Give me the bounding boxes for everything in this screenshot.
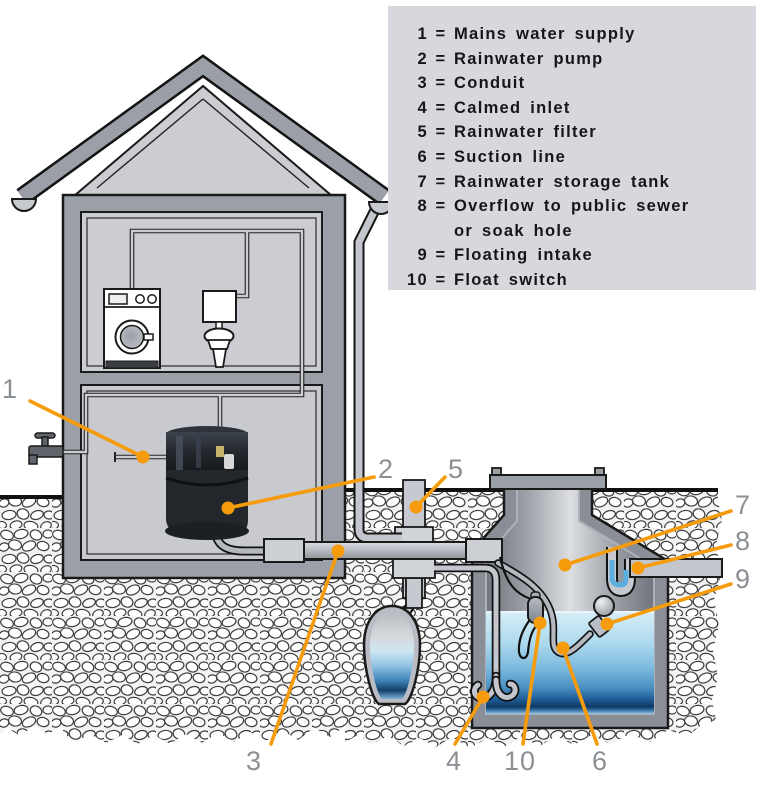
soak-vessel bbox=[362, 595, 422, 706]
toilet bbox=[202, 290, 237, 368]
tank-internals bbox=[434, 556, 615, 703]
legend-panel: 1 = Mains water supply 2 = Rainwater pum… bbox=[388, 6, 756, 290]
rainwater-pump bbox=[165, 426, 266, 556]
legend-item: 1 = Mains water supply bbox=[398, 22, 748, 47]
callout-label-2: 2 bbox=[378, 454, 395, 484]
callout-label-6: 6 bbox=[592, 746, 609, 776]
legend-item: 7 = Rainwater storage tank bbox=[417, 172, 671, 191]
callout-label-5: 5 bbox=[448, 454, 465, 484]
legend-num: 1 bbox=[417, 25, 428, 43]
water-tap bbox=[28, 432, 64, 465]
legend-item: 3 = Conduit bbox=[417, 74, 526, 93]
calmed-inlet bbox=[434, 563, 520, 703]
callout-label-9: 9 bbox=[735, 564, 752, 594]
legend-item: 2 = Rainwater pump bbox=[417, 49, 604, 68]
legend-label: Mains water supply bbox=[454, 25, 636, 43]
washing-machine bbox=[103, 288, 161, 369]
legend-item: 9 = Floating intake bbox=[417, 246, 593, 265]
downpipe bbox=[353, 203, 402, 544]
suction-line bbox=[494, 559, 594, 658]
conduit-pipe bbox=[263, 538, 503, 563]
legend-item: 4 = Calmed inlet bbox=[417, 98, 571, 117]
legend-item: 10 = Float switch bbox=[407, 270, 568, 289]
leader-lines bbox=[28, 399, 733, 746]
roof bbox=[16, 54, 390, 205]
legend-item: 6 = Suction line bbox=[417, 147, 567, 166]
callout-label-7: 7 bbox=[735, 490, 752, 520]
callout-label-4: 4 bbox=[446, 746, 463, 776]
callout-label-10: 10 bbox=[504, 746, 537, 776]
legend-item: 5 = Rainwater filter bbox=[417, 123, 597, 142]
callout-label-8: 8 bbox=[735, 526, 752, 556]
gutter-left bbox=[10, 198, 38, 212]
callout-label-3: 3 bbox=[246, 746, 263, 776]
callout-label-1: 1 bbox=[2, 374, 19, 404]
float-switch bbox=[498, 556, 544, 660]
